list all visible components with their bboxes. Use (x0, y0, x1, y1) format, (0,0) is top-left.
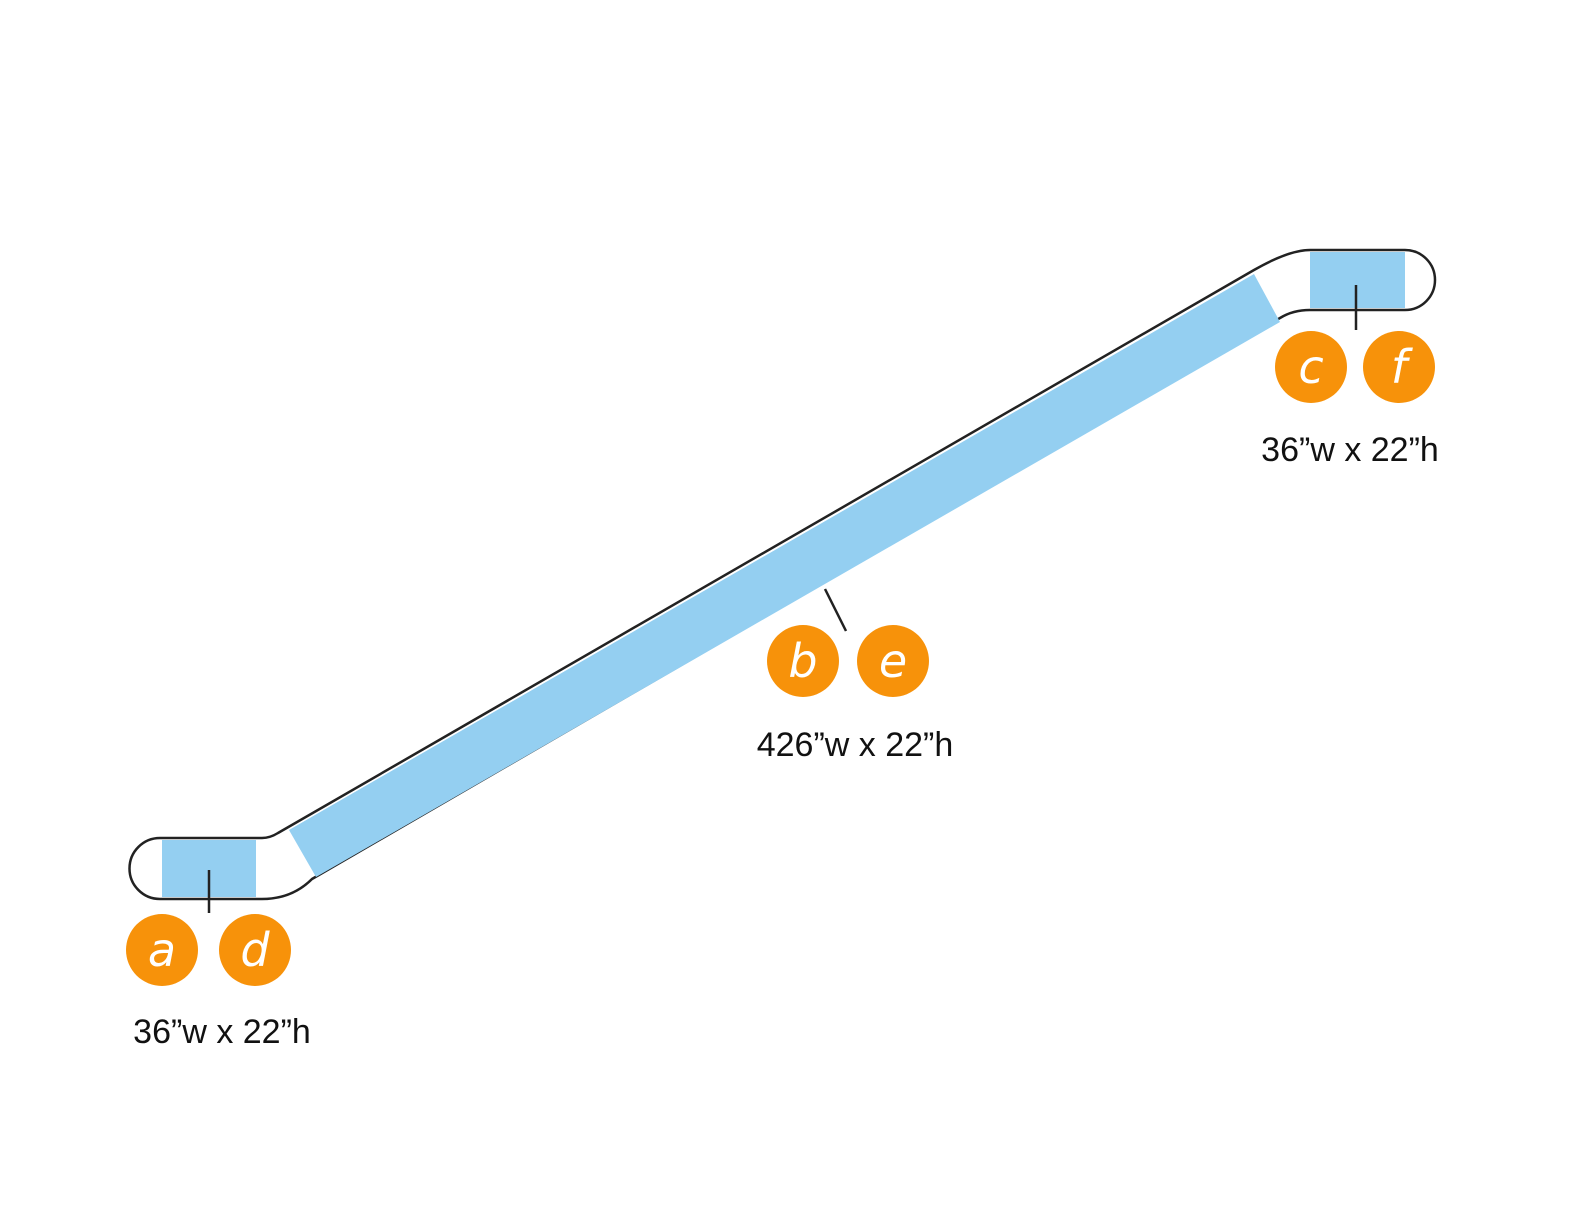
dimension-label-bottom: 36”w x 22”h (133, 1013, 311, 1051)
panel-incline (289, 274, 1280, 877)
dimension-label-incline: 426”w x 22”h (757, 726, 954, 764)
badge-e-letter: e (879, 634, 907, 688)
badge-f: f (1363, 331, 1435, 403)
badge-a-letter: a (148, 923, 176, 977)
badge-d: d (219, 914, 291, 986)
badge-c-letter: c (1298, 340, 1323, 394)
badge-d-letter: d (240, 923, 270, 977)
badge-b-letter: b (788, 634, 817, 688)
badge-a: a (126, 914, 198, 986)
badge-c: c (1275, 331, 1347, 403)
dimension-label-top: 36”w x 22”h (1261, 431, 1439, 469)
badge-b: b (767, 625, 839, 697)
panel-top (1310, 252, 1405, 308)
leader-line-incline (823, 588, 848, 632)
badge-e: e (857, 625, 929, 697)
